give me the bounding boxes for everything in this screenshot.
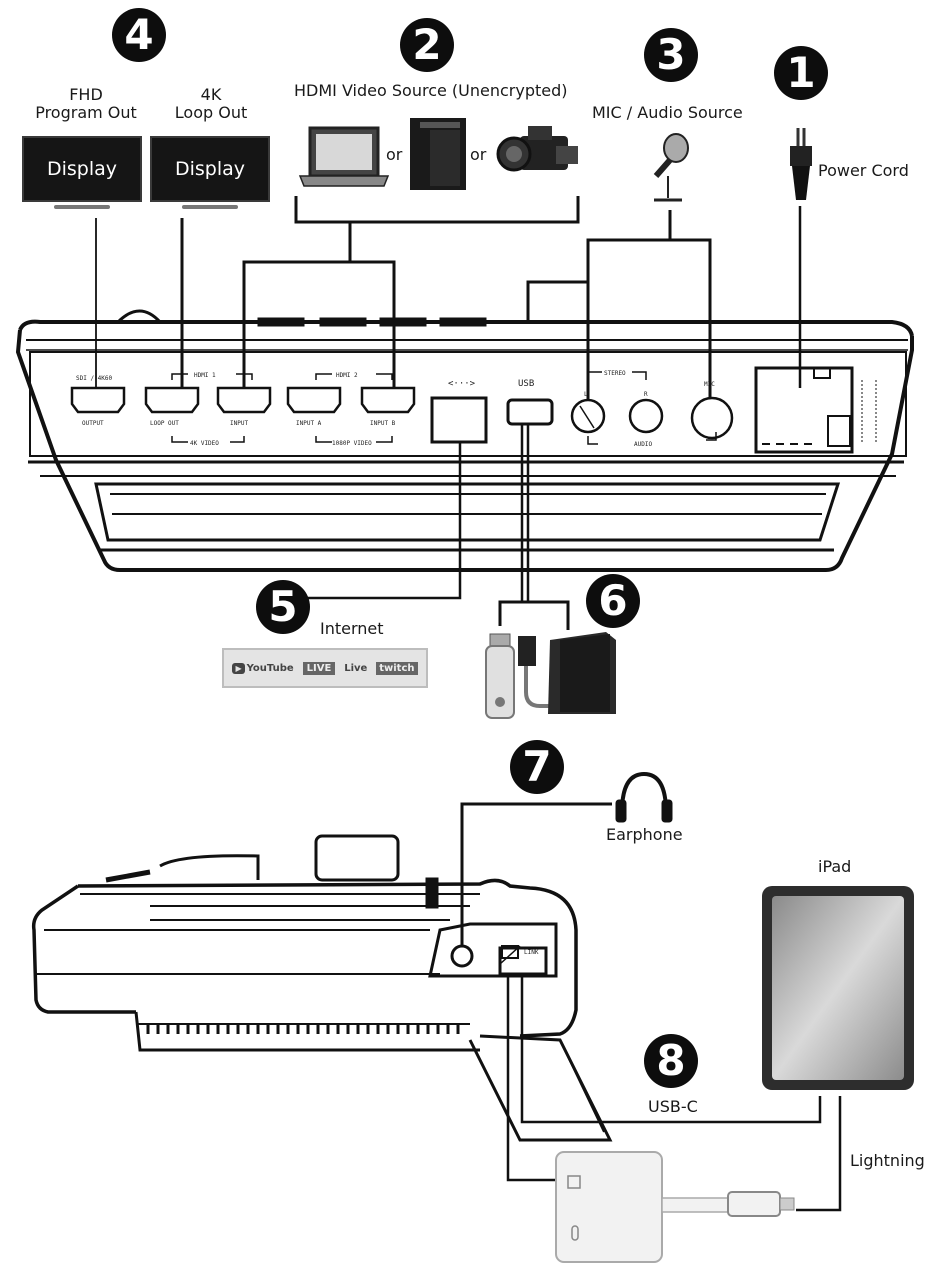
earphone-label: Earphone bbox=[606, 825, 683, 844]
lightning-adapter-icon bbox=[555, 1151, 795, 1263]
port-label-loop-out: LOOP OUT bbox=[150, 420, 179, 427]
hdmi-source-label: HDMI Video Source (Unencrypted) bbox=[294, 81, 568, 100]
live-logo: Live bbox=[344, 662, 368, 674]
port-label-4k-video: 4K VIDEO bbox=[190, 440, 219, 447]
port-label-lan: <···> bbox=[448, 379, 476, 389]
4k-display: Display bbox=[150, 136, 270, 209]
port-label-l: L bbox=[584, 391, 588, 398]
step-badge-1: 1 bbox=[774, 46, 828, 100]
step-badge-7: 7 bbox=[510, 740, 564, 794]
fhd-label: FHD Program Out bbox=[35, 85, 137, 123]
step-badge-8: 8 bbox=[644, 1034, 698, 1088]
lightning-label: Lightning bbox=[850, 1151, 925, 1170]
usb-c-label: USB-C bbox=[648, 1097, 698, 1116]
port-label-link: LINK bbox=[524, 949, 539, 956]
4k-label: 4K Loop Out bbox=[174, 85, 248, 123]
headphones-icon bbox=[615, 771, 673, 823]
step-badge-6: 6 bbox=[586, 574, 640, 628]
facebook-live-logo: LIVE bbox=[302, 661, 336, 675]
power-cord-label: Power Cord bbox=[818, 161, 909, 180]
game-console-icon bbox=[410, 118, 466, 190]
fhd-display: Display bbox=[22, 136, 142, 209]
mic-source-label: MIC / Audio Source bbox=[592, 103, 743, 122]
port-labels: SDI / 4K60 OUTPUT HDMI 1 LOOP OUT INPUT … bbox=[76, 370, 715, 448]
step-badge-5: 5 bbox=[256, 580, 310, 634]
step-badge-2: 2 bbox=[400, 18, 454, 72]
step-badge-3: 3 bbox=[644, 28, 698, 82]
port-label-r: R bbox=[644, 391, 648, 398]
4k-label-line2: Loop Out bbox=[174, 103, 248, 123]
ipad-label: iPad bbox=[818, 857, 852, 876]
step-badge-4: 4 bbox=[112, 8, 166, 62]
4k-label-line1: 4K bbox=[200, 85, 222, 104]
device-rear-view bbox=[15, 280, 914, 572]
port-label-input-b: INPUT B bbox=[370, 420, 396, 427]
ipad-icon bbox=[762, 886, 914, 1090]
youtube-logo: YouTube bbox=[232, 663, 294, 674]
port-label-sdi: SDI / 4K60 bbox=[76, 375, 113, 382]
port-label-hdmi2: HDMI 2 bbox=[336, 372, 358, 379]
usb-stick-icon bbox=[485, 633, 515, 719]
grip-vents bbox=[146, 1024, 460, 1034]
internet-label: Internet bbox=[320, 619, 384, 638]
port-label-1080p-video: 1080P VIDEO bbox=[332, 440, 372, 447]
device-side-view bbox=[31, 834, 613, 1142]
power-plug-icon bbox=[790, 128, 812, 200]
external-drive-icon bbox=[518, 632, 616, 714]
or-label-1: or bbox=[386, 145, 403, 164]
streaming-logos: YouTube LIVE Live twitch bbox=[222, 648, 428, 688]
or-label-2: or bbox=[470, 145, 487, 164]
connection-lines-top bbox=[95, 196, 802, 630]
port-label-stereo: STEREO bbox=[604, 370, 626, 377]
port-label-usb: USB bbox=[518, 379, 534, 389]
connection-lines-bottom bbox=[460, 802, 842, 1212]
fhd-label-line2: Program Out bbox=[35, 103, 137, 123]
camcorder-icon bbox=[496, 126, 578, 172]
port-label-input-a: INPUT A bbox=[296, 420, 322, 427]
port-label-hdmi1: HDMI 1 bbox=[194, 372, 216, 379]
port-label-output: OUTPUT bbox=[82, 420, 104, 427]
twitch-logo: twitch bbox=[376, 661, 418, 675]
laptop-icon bbox=[298, 126, 390, 187]
microphone-icon bbox=[653, 133, 689, 202]
fhd-label-line1: FHD bbox=[69, 85, 103, 104]
port-label-audio: AUDIO bbox=[634, 441, 652, 448]
port-label-input: INPUT bbox=[230, 420, 248, 427]
